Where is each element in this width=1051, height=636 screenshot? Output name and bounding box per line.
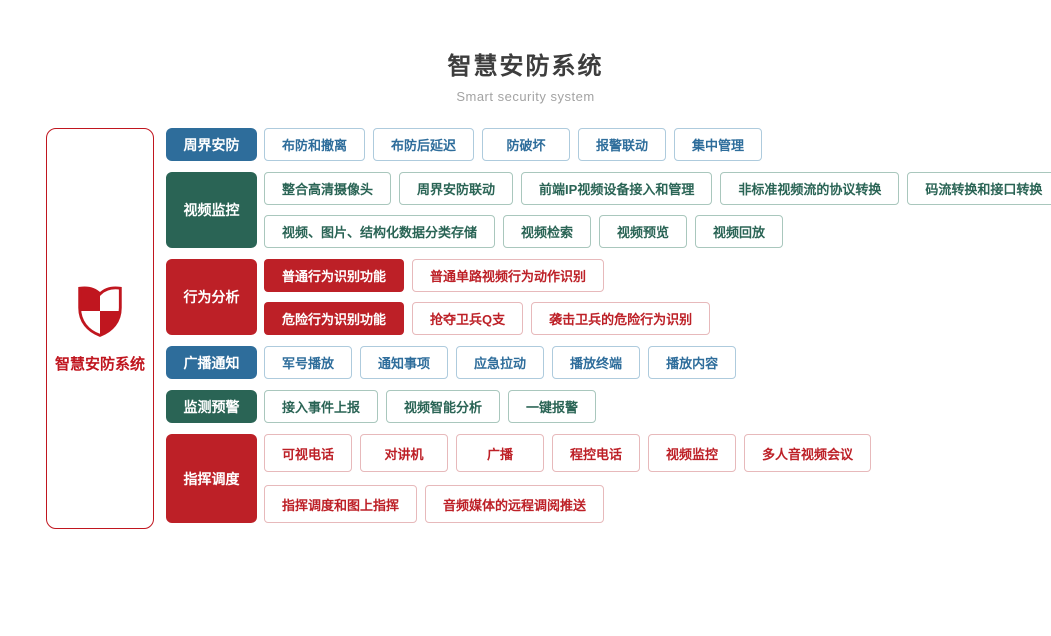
- feature-lines: 可视电话对讲机广播程控电话视频监控多人音视频会议指挥调度和图上指挥音频媒体的远程…: [264, 434, 872, 523]
- feature-item[interactable]: 集中管理: [674, 128, 763, 161]
- feature-item[interactable]: 可视电话: [264, 434, 353, 472]
- feature-item[interactable]: 接入事件上报: [264, 390, 379, 423]
- feature-item[interactable]: 视频智能分析: [386, 390, 501, 423]
- feature-item[interactable]: 报警联动: [578, 128, 667, 161]
- feature-item[interactable]: 指挥调度和图上指挥: [264, 485, 418, 523]
- feature-line: 军号播放通知事项应急拉动播放终端播放内容: [264, 346, 737, 379]
- feature-item[interactable]: 布防后延迟: [373, 128, 475, 161]
- feature-lines: 普通行为识别功能普通单路视频行为动作识别危险行为识别功能抢夺卫兵Q支袭击卫兵的危…: [264, 259, 711, 335]
- feature-line: 布防和撤离布防后延迟防破坏报警联动集中管理: [264, 128, 763, 161]
- feature-item[interactable]: 多人音视频会议: [744, 434, 872, 472]
- feature-item[interactable]: 程控电话: [552, 434, 641, 472]
- feature-diagram: 智慧安防系统 周界安防布防和撤离布防后延迟防破坏报警联动集中管理视频监控整合高清…: [46, 128, 1051, 529]
- category-node[interactable]: 指挥调度: [166, 434, 257, 523]
- feature-group-5: 监测预警接入事件上报视频智能分析一键报警: [166, 390, 1051, 423]
- feature-item[interactable]: 播放终端: [552, 346, 641, 379]
- feature-item[interactable]: 通知事项: [360, 346, 449, 379]
- category-node[interactable]: 广播通知: [166, 346, 257, 379]
- feature-item[interactable]: 视频检索: [503, 215, 592, 248]
- feature-item[interactable]: 前端IP视频设备接入和管理: [521, 172, 713, 205]
- category-node[interactable]: 监测预警: [166, 390, 257, 423]
- feature-line: 普通行为识别功能普通单路视频行为动作识别: [264, 259, 710, 292]
- page-header: 智慧安防系统 Smart security system: [0, 0, 1051, 104]
- feature-group-1: 周界安防布防和撤离布防后延迟防破坏报警联动集中管理: [166, 128, 1051, 161]
- feature-item[interactable]: 抢夺卫兵Q支: [412, 302, 524, 335]
- feature-item[interactable]: 周界安防联动: [399, 172, 514, 205]
- feature-item[interactable]: 应急拉动: [456, 346, 545, 379]
- feature-item[interactable]: 布防和撤离: [264, 128, 366, 161]
- feature-lines: 军号播放通知事项应急拉动播放终端播放内容: [264, 346, 737, 379]
- feature-item[interactable]: 对讲机: [360, 434, 449, 472]
- root-node[interactable]: 智慧安防系统: [46, 128, 154, 529]
- feature-item[interactable]: 军号播放: [264, 346, 353, 379]
- feature-line: 可视电话对讲机广播程控电话视频监控多人音视频会议: [264, 434, 872, 472]
- feature-item[interactable]: 非标准视频流的协议转换: [720, 172, 900, 205]
- feature-item[interactable]: 码流转换和接口转换: [907, 172, 1051, 205]
- feature-line: 危险行为识别功能抢夺卫兵Q支袭击卫兵的危险行为识别: [264, 302, 711, 335]
- feature-group-3: 行为分析普通行为识别功能普通单路视频行为动作识别危险行为识别功能抢夺卫兵Q支袭击…: [166, 259, 1051, 335]
- feature-item[interactable]: 音频媒体的远程调阅推送: [425, 485, 605, 523]
- feature-item[interactable]: 广播: [456, 434, 545, 472]
- root-node-label: 智慧安防系统: [54, 356, 145, 373]
- feature-item[interactable]: 普通单路视频行为动作识别: [412, 259, 605, 292]
- shield-icon: [78, 286, 122, 337]
- feature-lines: 接入事件上报视频智能分析一键报警: [264, 390, 597, 423]
- feature-lines: 布防和撤离布防后延迟防破坏报警联动集中管理: [264, 128, 763, 161]
- feature-item[interactable]: 播放内容: [648, 346, 737, 379]
- feature-item[interactable]: 整合高清摄像头: [264, 172, 392, 205]
- feature-item[interactable]: 普通行为识别功能: [264, 259, 405, 292]
- feature-item[interactable]: 防破坏: [482, 128, 571, 161]
- feature-item[interactable]: 视频监控: [648, 434, 737, 472]
- feature-group-6: 指挥调度可视电话对讲机广播程控电话视频监控多人音视频会议指挥调度和图上指挥音频媒…: [166, 434, 1051, 523]
- feature-group-2: 视频监控整合高清摄像头周界安防联动前端IP视频设备接入和管理非标准视频流的协议转…: [166, 172, 1051, 248]
- feature-group-4: 广播通知军号播放通知事项应急拉动播放终端播放内容: [166, 346, 1051, 379]
- feature-line: 视频、图片、结构化数据分类存储视频检索视频预览视频回放: [264, 215, 1051, 248]
- feature-rows: 周界安防布防和撤离布防后延迟防破坏报警联动集中管理视频监控整合高清摄像头周界安防…: [166, 128, 1051, 523]
- category-node[interactable]: 行为分析: [166, 259, 257, 335]
- category-node[interactable]: 视频监控: [166, 172, 257, 248]
- category-node[interactable]: 周界安防: [166, 128, 257, 161]
- page-subtitle: Smart security system: [456, 89, 595, 104]
- feature-line: 指挥调度和图上指挥音频媒体的远程调阅推送: [264, 485, 871, 523]
- feature-item[interactable]: 视频预览: [599, 215, 688, 248]
- feature-item[interactable]: 视频回放: [695, 215, 784, 248]
- feature-item[interactable]: 视频、图片、结构化数据分类存储: [264, 215, 496, 248]
- page-title: 智慧安防系统: [447, 53, 604, 80]
- feature-line: 整合高清摄像头周界安防联动前端IP视频设备接入和管理非标准视频流的协议转换码流转…: [264, 172, 1051, 205]
- feature-item[interactable]: 一键报警: [508, 390, 597, 423]
- feature-lines: 整合高清摄像头周界安防联动前端IP视频设备接入和管理非标准视频流的协议转换码流转…: [264, 172, 1051, 248]
- feature-item[interactable]: 危险行为识别功能: [264, 302, 405, 335]
- feature-item[interactable]: 袭击卫兵的危险行为识别: [531, 302, 711, 335]
- feature-line: 接入事件上报视频智能分析一键报警: [264, 390, 597, 423]
